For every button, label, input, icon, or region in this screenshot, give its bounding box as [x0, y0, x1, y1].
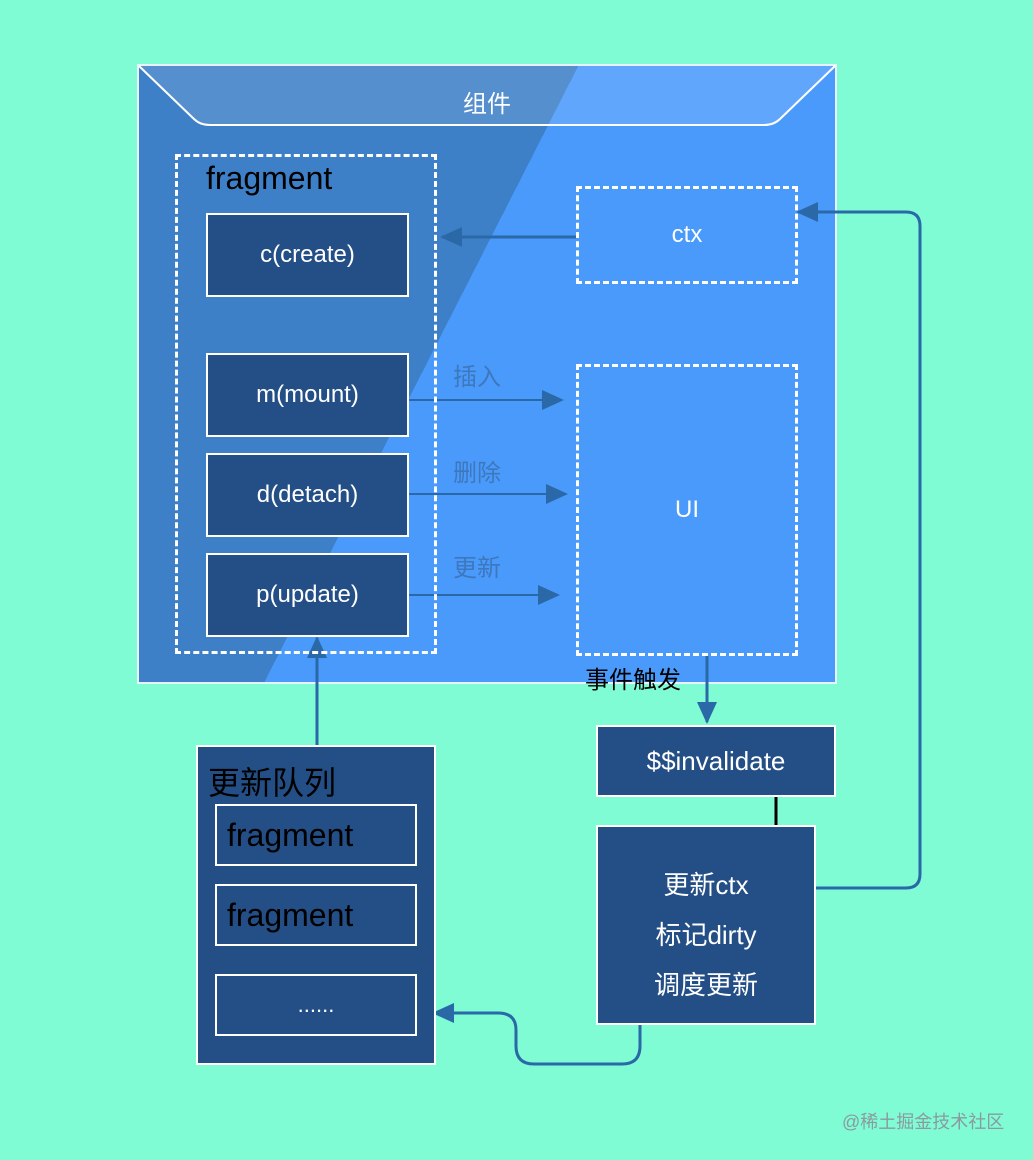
- watermark: @稀土掘金技术社区: [842, 1112, 1005, 1132]
- updater-to-queue-arrow: [432, 1003, 642, 1066]
- method-mount: m(mount): [206, 353, 409, 437]
- fragment-frame: [175, 154, 437, 654]
- method-create: c(create): [206, 213, 409, 297]
- updater-to-ctx-arrow: [796, 202, 922, 890]
- op-insert-label: 插入: [453, 364, 501, 391]
- invalidate-box: $$invalidate: [596, 725, 836, 797]
- op-delete-label: 删除: [453, 460, 501, 487]
- component-title-banner: [138, 65, 836, 126]
- queue-item: fragment: [215, 804, 417, 866]
- updater-line-schedule: 调度更新: [653, 970, 758, 1000]
- component-title: 组件: [463, 91, 511, 118]
- updater-line-mark-dirty: 标记dirty: [655, 920, 757, 950]
- method-update: p(update): [206, 553, 409, 637]
- updater-line-update-ctx: 更新ctx: [663, 870, 749, 900]
- queue-item-more: ......: [215, 974, 417, 1036]
- op-update-label: 更新: [453, 555, 501, 582]
- fragment-label: fragment: [206, 160, 333, 196]
- ctx-box: ctx: [576, 186, 798, 284]
- ui-box: UI: [576, 364, 798, 656]
- update-queue-title: 更新队列: [208, 765, 337, 801]
- event-trigger-label: 事件触发: [585, 667, 681, 694]
- method-detach: d(detach): [206, 453, 409, 537]
- updater-box: 更新ctx 标记dirty 调度更新: [596, 825, 816, 1025]
- queue-item: fragment: [215, 884, 417, 946]
